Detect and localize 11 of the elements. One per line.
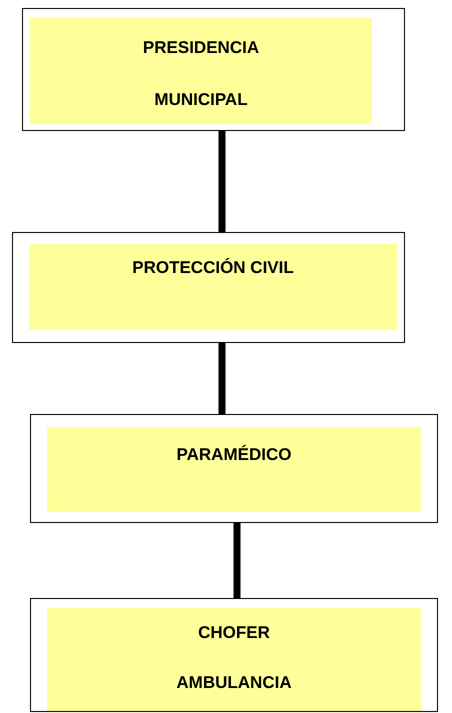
connector-line	[218, 131, 226, 232]
connector-line	[218, 343, 226, 414]
box-title: PARAMÉDICO	[176, 444, 292, 466]
box-title: PROTECCIÓN CIVIL	[131, 257, 295, 279]
org-box	[12, 232, 405, 343]
box-title: PRESIDENCIA MUNICIPAL	[142, 37, 260, 111]
org-box	[30, 414, 438, 523]
org-box	[30, 598, 438, 712]
box-title: CHOFER AMBULANCIA	[175, 622, 293, 694]
connector-line	[234, 523, 240, 598]
org-box	[22, 8, 405, 131]
